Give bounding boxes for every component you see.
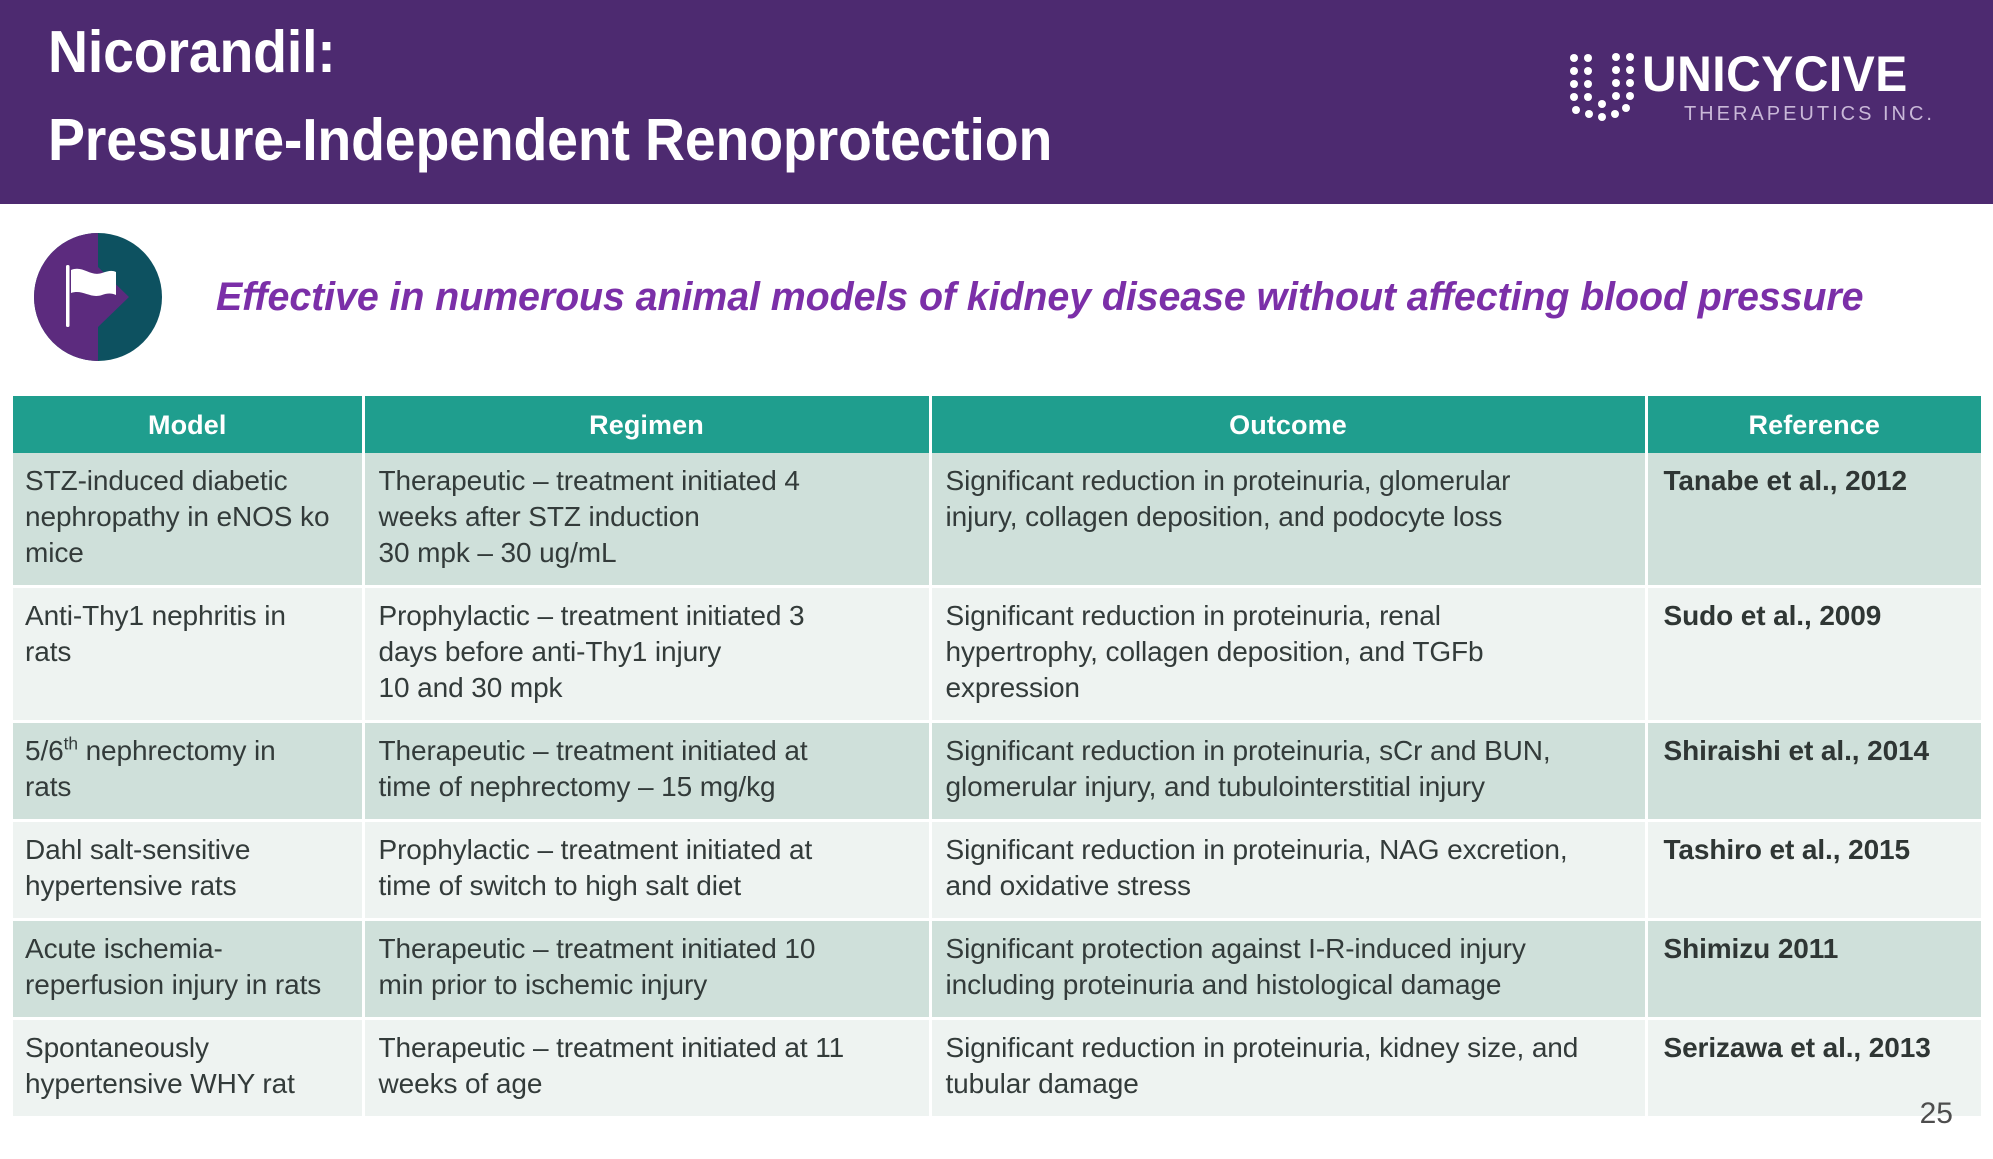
cell-regimen: Therapeutic – treatment initiated 4 week… bbox=[363, 453, 932, 588]
cell-model: Dahl salt-sensitive hypertensive rats bbox=[13, 820, 365, 921]
cell-outcome: Significant reduction in proteinuria, gl… bbox=[930, 453, 1648, 588]
table-row: STZ-induced diabetic nephropathy in eNOS… bbox=[13, 453, 1981, 588]
cell-reference: Tashiro et al., 2015 bbox=[1646, 820, 1981, 921]
table-row: Acute ischemia- reperfusion injury in ra… bbox=[13, 919, 1981, 1020]
cell-model: 5/6th nephrectomy in rats bbox=[13, 721, 365, 822]
cell-regimen: Therapeutic – treatment initiated at 11 … bbox=[363, 1018, 932, 1119]
flag-badge-icon bbox=[28, 227, 168, 367]
page-title: Nicorandil: Pressure-Independent Renopro… bbox=[48, 8, 1448, 184]
column-header-outcome: Outcome bbox=[930, 396, 1648, 453]
column-header-reference: Reference bbox=[1646, 396, 1981, 453]
title-line-1: Nicorandil: bbox=[48, 19, 336, 85]
cell-reference: Shimizu 2011 bbox=[1646, 919, 1981, 1020]
cell-regimen: Therapeutic – treatment initiated at tim… bbox=[363, 721, 932, 822]
cell-regimen: Prophylactic – treatment initiated at ti… bbox=[363, 820, 932, 921]
column-header-model: Model bbox=[13, 396, 365, 453]
logo-text: UNICYCIVE THERAPEUTICS INC. bbox=[1642, 48, 1935, 126]
cell-reference: Tanabe et al., 2012 bbox=[1646, 453, 1981, 588]
table-header-row: Model Regimen Outcome Reference bbox=[13, 396, 1981, 453]
model-fraction-line: 5/6th nephrectomy in bbox=[25, 733, 276, 766]
subtitle-text: Effective in numerous animal models of k… bbox=[216, 275, 1864, 319]
cell-reference: Serizawa et al., 2013 bbox=[1646, 1018, 1981, 1119]
cell-outcome: Significant reduction in proteinuria, re… bbox=[930, 586, 1648, 723]
cell-model: Acute ischemia- reperfusion injury in ra… bbox=[13, 919, 365, 1020]
column-header-regimen: Regimen bbox=[363, 396, 932, 453]
logo-wordmark: UNICYCIVE bbox=[1641, 46, 1908, 102]
table-row: Anti-Thy1 nephritis in rats Prophylactic… bbox=[13, 586, 1981, 723]
company-logo: UNICYCIVE THERAPEUTICS INC. bbox=[1568, 48, 1935, 131]
logo-tagline: THERAPEUTICS INC. bbox=[1683, 103, 1935, 125]
cell-outcome: Significant protection against I-R-induc… bbox=[930, 919, 1648, 1020]
table-row: Spontaneously hypertensive WHY rat Thera… bbox=[13, 1018, 1981, 1119]
table-body: STZ-induced diabetic nephropathy in eNOS… bbox=[13, 453, 1981, 1119]
cell-outcome: Significant reduction in proteinuria, sC… bbox=[930, 721, 1648, 822]
page-number: 25 bbox=[1919, 1097, 1953, 1130]
ordinal-suffix: th bbox=[63, 733, 78, 754]
cell-outcome: Significant reduction in proteinuria, ki… bbox=[930, 1018, 1648, 1119]
evidence-table: Model Regimen Outcome Reference STZ-indu… bbox=[13, 396, 1981, 1119]
subtitle-row: Effective in numerous animal models of k… bbox=[0, 222, 1993, 372]
cell-reference: Shiraishi et al., 2014 bbox=[1646, 721, 1981, 822]
title-line-2: Pressure-Independent Renoprotection bbox=[48, 107, 1053, 173]
cell-model: Anti-Thy1 nephritis in rats bbox=[13, 586, 365, 723]
header-band: Nicorandil: Pressure-Independent Renopro… bbox=[0, 0, 1993, 204]
cell-reference: Sudo et al., 2009 bbox=[1646, 586, 1981, 723]
cell-outcome: Significant reduction in proteinuria, NA… bbox=[930, 820, 1648, 921]
cell-model: STZ-induced diabetic nephropathy in eNOS… bbox=[13, 453, 365, 588]
cell-model: Spontaneously hypertensive WHY rat bbox=[13, 1018, 365, 1119]
table-row: Dahl salt-sensitive hypertensive rats Pr… bbox=[13, 820, 1981, 921]
dotted-u-icon bbox=[1568, 52, 1636, 131]
cell-regimen: Therapeutic – treatment initiated 10 min… bbox=[363, 919, 932, 1020]
cell-regimen: Prophylactic – treatment initiated 3 day… bbox=[363, 586, 932, 723]
table-row: 5/6th nephrectomy in rats Therapeutic – … bbox=[13, 721, 1981, 822]
